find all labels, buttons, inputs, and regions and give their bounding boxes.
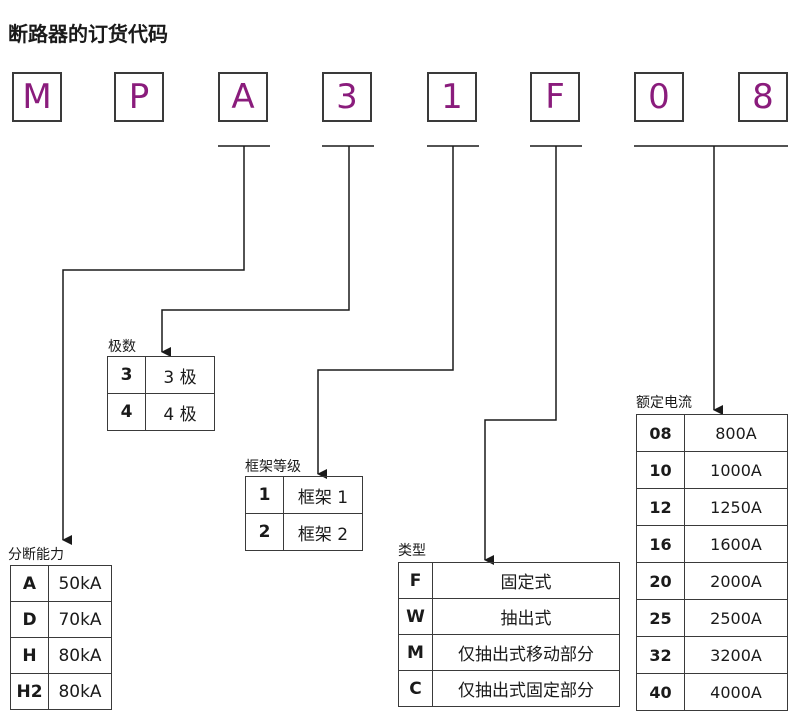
type-value: 固定式 — [432, 562, 620, 599]
breaking-code: D — [10, 601, 49, 638]
type-value: 仅抽出式移动部分 — [432, 634, 620, 671]
breaking-code: H — [10, 637, 49, 674]
current-value: 2500A — [684, 599, 788, 637]
connector-frame — [317, 146, 454, 479]
current-code: 08 — [636, 414, 685, 452]
poles-value: 3 极 — [145, 356, 215, 394]
frame-code: 2 — [245, 513, 284, 551]
poles-code: 4 — [107, 393, 146, 431]
type-value: 仅抽出式固定部分 — [432, 670, 620, 707]
current-code: 16 — [636, 525, 685, 563]
frame-value: 框架 2 — [283, 513, 363, 551]
poles-label: 极数 — [108, 339, 136, 355]
current-code: 10 — [636, 451, 685, 489]
page-title: 断路器的订货代码 — [8, 22, 168, 46]
current-code: 20 — [636, 562, 685, 600]
current-value: 800A — [684, 414, 788, 452]
current-value: 3200A — [684, 636, 788, 674]
current-code: 40 — [636, 673, 685, 711]
breaking-code: A — [10, 565, 49, 602]
type-code: C — [398, 670, 433, 707]
breaking-value: 70kA — [48, 601, 112, 638]
current-value: 1000A — [684, 451, 788, 489]
code-char-3: A — [218, 72, 268, 122]
code-char-5: 1 — [427, 72, 477, 122]
connector-breaking — [62, 146, 245, 545]
type-code: W — [398, 598, 433, 635]
code-char-7: 0 — [634, 72, 684, 122]
connector-poles — [161, 146, 350, 357]
type-code: F — [398, 562, 433, 599]
frame-value: 框架 1 — [283, 476, 363, 514]
code-char-1: M — [12, 72, 62, 122]
current-value: 1250A — [684, 488, 788, 526]
breaking-value: 80kA — [48, 673, 112, 710]
code-char-4: 3 — [322, 72, 372, 122]
current-code: 32 — [636, 636, 685, 674]
poles-value: 4 极 — [145, 393, 215, 431]
rated-current-label: 额定电流 — [636, 395, 692, 411]
frame-label: 框架等级 — [245, 459, 301, 475]
current-value: 1600A — [684, 525, 788, 563]
connector-type — [484, 146, 557, 565]
current-value: 4000A — [684, 673, 788, 711]
poles-code: 3 — [107, 356, 146, 394]
code-char-8: 8 — [738, 72, 788, 122]
type-value: 抽出式 — [432, 598, 620, 635]
type-code: M — [398, 634, 433, 671]
breaking-value: 80kA — [48, 637, 112, 674]
code-char-6: F — [530, 72, 580, 122]
type-label: 类型 — [398, 543, 426, 559]
current-code: 25 — [636, 599, 685, 637]
breaking-value: 50kA — [48, 565, 112, 602]
current-code: 12 — [636, 488, 685, 526]
breaking-capacity-label: 分断能力 — [8, 547, 64, 563]
code-char-2: P — [114, 72, 164, 122]
frame-code: 1 — [245, 476, 284, 514]
breaking-code: H2 — [10, 673, 49, 710]
current-value: 2000A — [684, 562, 788, 600]
